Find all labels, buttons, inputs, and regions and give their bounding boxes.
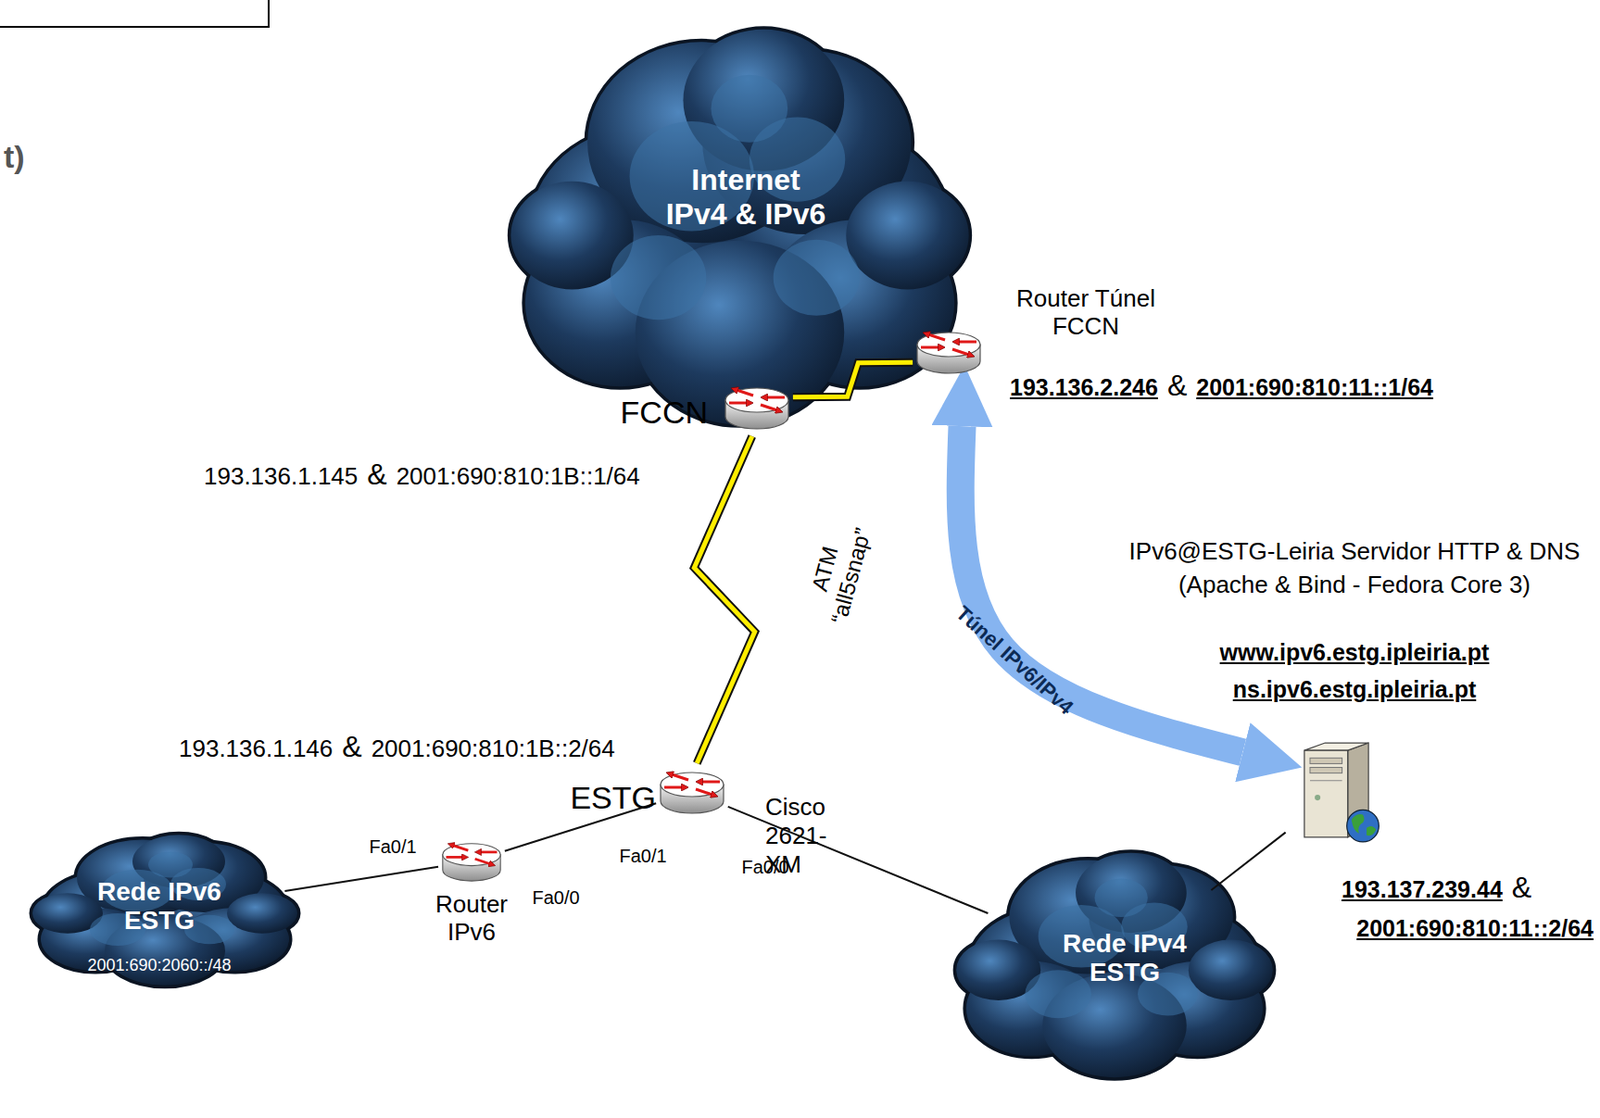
- node-text: IPv6@ESTG-Leiria Servidor HTTP & DNS (Ap…: [1122, 535, 1587, 603]
- network-cloud: Rede IPv4 ESTG: [948, 844, 1281, 1086]
- router-arrow: [701, 781, 720, 784]
- network-cloud: Rede IPv6 ESTG2001:690:2060::/48: [25, 829, 304, 992]
- internet-cloud: Internet IPv4 & IPv6: [500, 15, 980, 439]
- router-icon-graphic: [915, 326, 983, 378]
- cloud-highlight: [148, 852, 193, 879]
- cloud-fill: [1188, 939, 1273, 1001]
- cloud-outline: [31, 833, 299, 987]
- node-text: Router Túnel FCCN: [1005, 285, 1168, 341]
- router-arrow: [446, 856, 464, 859]
- bolt-outline: [693, 436, 755, 764]
- node-text: &: [341, 730, 362, 765]
- server-front: [1304, 750, 1349, 838]
- router-arrow: [736, 390, 754, 396]
- node-text: ns.ipv6.estg.ipleiria.pt: [1233, 676, 1477, 704]
- router-arrow: [920, 346, 940, 350]
- node-text: 2001:690:810:1B::1/64: [396, 462, 641, 492]
- globe: [1347, 809, 1380, 843]
- router-icon: FCCN193.136.1.145&2001:690:810:1B::1/64: [723, 381, 791, 434]
- node-text: &: [1167, 368, 1187, 404]
- node-text: 2001:690:810:11::1/64: [1196, 374, 1434, 402]
- node-text: 193.137.239.44: [1341, 876, 1503, 904]
- cloud-highlight: [1095, 878, 1148, 918]
- interface-label: Fa0/1: [368, 836, 416, 858]
- cloud-highlight: [610, 235, 706, 320]
- interface-label: Fa0/0: [741, 856, 789, 879]
- cloud-outline: [509, 28, 970, 427]
- router-arrow: [957, 340, 977, 344]
- node-text: &: [366, 457, 387, 492]
- node-text: 193.136.1.146: [178, 734, 333, 764]
- router-icon: Router Túnel FCCN193.136.2.246&2001:690:…: [915, 326, 983, 378]
- router-icon-graphic: [440, 837, 503, 886]
- node-text: 193.136.2.246: [1009, 374, 1159, 402]
- node-text: Router IPv6: [414, 891, 530, 947]
- router-arrow: [671, 774, 689, 781]
- link-wire: [1210, 832, 1286, 891]
- power-led: [1314, 794, 1321, 801]
- cloud-outline: [955, 852, 1274, 1079]
- router-arrow: [453, 845, 469, 852]
- node-text: www.ipv6.estg.ipleiria.pt: [1220, 639, 1490, 667]
- cloud-fill: [226, 893, 298, 934]
- drive-bay: [1310, 757, 1343, 764]
- node-text: &: [1511, 870, 1532, 906]
- edge-label: ATM “all5snap”: [795, 503, 882, 643]
- node-text: 2001:690:810:1B::2/64: [371, 734, 616, 764]
- server-icon-graphic: [1287, 741, 1386, 845]
- router-icon: Router IPv6: [440, 837, 503, 886]
- router-icon-graphic: [658, 766, 726, 819]
- node-text: 2001:690:810:11::2/64: [1356, 915, 1594, 943]
- globe-land: [1351, 814, 1365, 834]
- router-arrow: [695, 789, 713, 795]
- drive-bay: [1310, 768, 1343, 774]
- router-arrow: [475, 858, 492, 865]
- node-text: Rede IPv6 ESTG: [89, 878, 229, 936]
- serial-link: [693, 436, 755, 764]
- cropped-text: t): [3, 138, 26, 176]
- router-top: [917, 332, 981, 357]
- router-top: [442, 844, 501, 867]
- node-text: ESTG: [569, 780, 656, 817]
- link-wire: [284, 867, 439, 892]
- cloud-fill: [845, 181, 969, 290]
- router-arrow: [928, 334, 945, 341]
- node-text: FCCN: [620, 394, 708, 431]
- router-icon: ESTGCisco 2621-XM193.136.1.146&2001:690:…: [658, 766, 726, 819]
- cloud-highlight: [1024, 970, 1092, 1019]
- server-icon: IPv6@ESTG-Leiria Servidor HTTP & DNS (Ap…: [1287, 741, 1386, 845]
- server-top: [1304, 743, 1369, 751]
- node-text: Rede IPv4 ESTG: [1055, 930, 1195, 988]
- interface-label: Fa0/0: [531, 887, 580, 909]
- cloud-highlight: [710, 75, 788, 143]
- node-text: 193.136.1.145: [203, 462, 358, 492]
- router-arrow: [664, 786, 683, 790]
- router-top: [725, 388, 789, 413]
- router-arrow: [729, 402, 748, 405]
- interface-label: Fa0/1: [618, 845, 667, 868]
- bolt-fill: [693, 436, 755, 764]
- router-arrow: [760, 404, 778, 411]
- link-line: [1210, 832, 1286, 891]
- node-text: 2001:690:2060::/48: [87, 956, 231, 976]
- globe-land: [1366, 826, 1376, 836]
- router-arrow: [479, 851, 497, 855]
- router-arrow: [952, 349, 970, 355]
- router-icon-graphic: [723, 381, 791, 434]
- cropped-box: [0, 0, 269, 27]
- router-top: [660, 772, 724, 797]
- cloud-highlight: [773, 239, 860, 316]
- server-slot: [1310, 780, 1343, 782]
- node-text: Internet IPv4 & IPv6: [662, 163, 830, 232]
- router-arrow: [766, 396, 785, 400]
- link-line: [284, 867, 439, 892]
- edge-label: Túnel IPv6/IPv4: [950, 601, 1078, 720]
